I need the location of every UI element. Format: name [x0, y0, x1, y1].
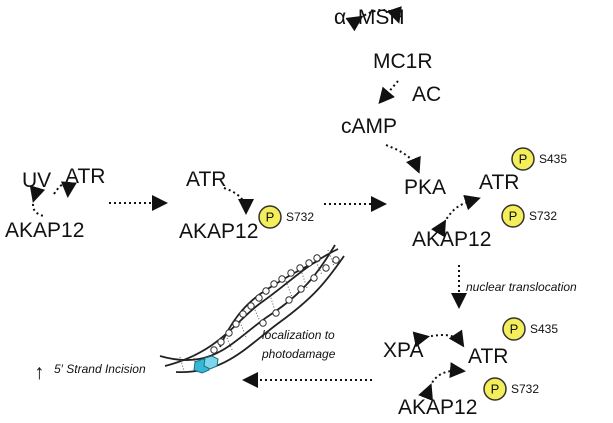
akap12-label-3: AKAP12 [412, 228, 491, 251]
akap12-label-1: AKAP12 [5, 219, 84, 242]
dna-rung [300, 269, 308, 289]
atr-label-4: ATR [468, 345, 508, 368]
camp-pka-arrow [385, 144, 421, 174]
dna-bead [313, 254, 321, 262]
dna-helix-illustration [159, 244, 345, 374]
dna-strand-1 [159, 244, 336, 362]
atr-label-1: ATR [65, 165, 105, 188]
phospho-p-5: P [491, 382, 500, 397]
alpha-msh-label: α–MSH [334, 6, 405, 29]
mc1r-label: MC1R [373, 50, 433, 73]
phospho-site-label-2: S435 [539, 152, 567, 166]
up-arrow-icon: ↑ [34, 361, 45, 384]
uv-label: UV [22, 169, 51, 192]
amsh-mc1r-arrow [345, 6, 402, 32]
dna-beads [210, 254, 340, 354]
dna-bead [272, 309, 280, 317]
phospho-site-label-1: S732 [286, 210, 314, 224]
nuclear-translocation-label: nuclear translocation [466, 280, 577, 294]
dna-bead [239, 310, 247, 318]
phospho-p-3: P [509, 209, 518, 224]
akap12-label-4: AKAP12 [398, 396, 477, 419]
dna-rung [269, 294, 277, 315]
atr-akap-arrow-4 [418, 362, 466, 402]
phospho-site-label-5: S732 [511, 382, 539, 396]
dna-rung [226, 337, 234, 353]
dna-bead [278, 275, 286, 283]
dna-bead [287, 269, 295, 277]
dna-bead [210, 346, 218, 354]
phospho-circle-4 [502, 317, 526, 341]
dna-bead [270, 280, 278, 288]
xpa-atr-arrow [412, 329, 465, 348]
xpa-label: XPA [383, 339, 423, 362]
dna-bead [262, 287, 270, 295]
phospho-p-1: P [266, 210, 275, 225]
dna-bead [305, 259, 313, 267]
dna-bead [297, 285, 305, 293]
phospho-circle-1 [258, 205, 282, 229]
dna-bead [217, 338, 225, 346]
dna-bead [285, 296, 293, 304]
dna-bead [296, 264, 304, 272]
dna-bead [259, 319, 267, 327]
dna-bead [232, 320, 240, 328]
dna-lesion-icon [203, 355, 219, 370]
localization-label-line2: photodamage [261, 347, 336, 361]
dna-rung [179, 356, 185, 372]
akap12-label-2: AKAP12 [179, 220, 258, 243]
localization-label-line1: localization to [262, 328, 335, 342]
atr-akap-arrow-3 [431, 194, 481, 238]
dna-bead [310, 274, 318, 282]
mc1r-camp-arrow [378, 80, 399, 105]
dna-bead [322, 264, 330, 272]
phospho-circle-5 [483, 377, 507, 401]
camp-label: cAMP [341, 115, 397, 138]
strand-incision-label: 5′ Strand Incision [54, 362, 146, 376]
atr-phospho-arrow [223, 187, 254, 215]
phospho-site-label-3: S732 [529, 209, 557, 223]
dna-rung [285, 280, 294, 301]
ac-label: AC [412, 83, 441, 106]
pka-label: PKA [404, 176, 446, 199]
phospho-circle-2 [511, 147, 535, 171]
phospho-p-4: P [510, 322, 519, 337]
uv-atr-arrow [53, 181, 77, 198]
atr-label-2: ATR [186, 168, 226, 191]
phospho-site-label-4: S435 [530, 322, 558, 336]
dna-bead [332, 256, 340, 264]
dna-bead [247, 302, 255, 310]
atr-akap-arrow-1 [29, 185, 46, 217]
phospho-p-2: P [519, 152, 528, 167]
dna-bead [255, 294, 263, 302]
dna-bead [225, 329, 233, 337]
phospho-circle-3 [501, 204, 525, 228]
atr-label-3: ATR [479, 171, 519, 194]
